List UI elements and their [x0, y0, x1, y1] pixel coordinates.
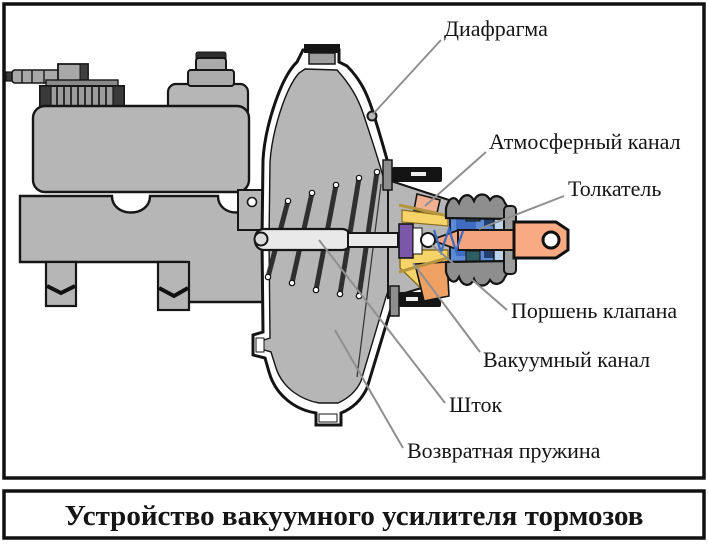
valve-spring: [432, 225, 465, 256]
pusher-eye-hole: [541, 230, 561, 250]
leader-line-pusher: [478, 195, 565, 230]
leader-line-vacuum-channel: [412, 262, 481, 353]
pusher-eye-end: [512, 220, 570, 260]
callout-labels: Диафрагма Атмосферный канал Толкатель По…: [407, 16, 681, 463]
label-diaphragm: Диафрагма: [444, 16, 548, 41]
caption-panel-border: [2, 489, 706, 540]
leader-lines: [318, 39, 565, 449]
pusher-rod: [428, 220, 570, 260]
label-vacuum-channel: Вакуумный канал: [483, 347, 650, 372]
mounting-stud-upper: [382, 159, 442, 191]
leader-line-diaphragm: [372, 39, 442, 115]
leader-line-atmospheric-channel: [424, 151, 487, 207]
leader-line-rod: [318, 239, 446, 404]
label-return-spring: Возвратная пружина: [407, 438, 601, 463]
outlet-port-left: [44, 260, 78, 308]
leader-line-return-spring: [334, 329, 404, 449]
label-pusher: Толкатель: [568, 176, 661, 201]
secondary-cap: [187, 51, 235, 87]
check-valve-cap: [304, 44, 340, 53]
diaphragm-edge-line: [356, 183, 382, 378]
piston-rod: [253, 227, 399, 252]
control-valve-assembly: [382, 159, 570, 317]
label-valve-piston: Поршень клапана: [511, 298, 677, 323]
master-cylinder-assembly: [5, 51, 269, 312]
valve-ball: [420, 232, 436, 248]
booster-piston: [398, 223, 414, 259]
brake-fluid-reservoir: [31, 104, 251, 194]
outlet-port-right: [156, 260, 191, 312]
check-valve-base: [308, 52, 336, 65]
bottom-tab-slot: [318, 413, 338, 423]
label-rod: Шток: [449, 392, 503, 417]
figure-caption: Устройство вакуумного усилителя тормозов: [65, 500, 644, 532]
label-atmospheric-channel: Атмосферный канал: [489, 129, 681, 154]
leader-line-valve-piston: [431, 244, 508, 311]
vacuum-hose-nub: [255, 337, 265, 353]
